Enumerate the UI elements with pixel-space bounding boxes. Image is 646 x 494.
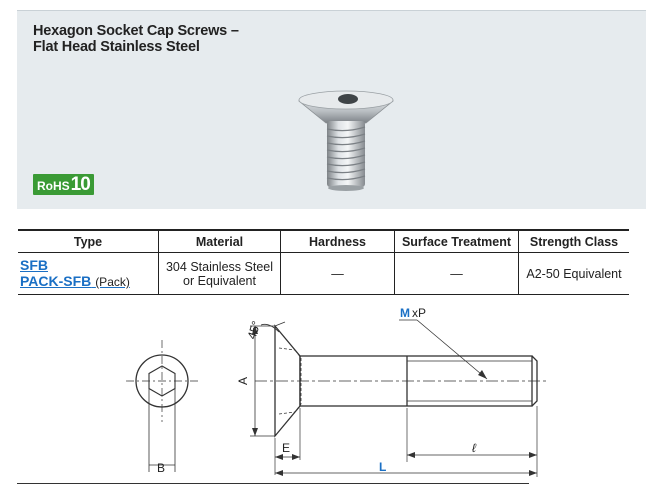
type-link-pack-sfb-label: PACK-SFB (20, 273, 92, 289)
header-hardness: Hardness (280, 229, 395, 253)
product-hero: Hexagon Socket Cap Screws – Flat Head St… (17, 10, 646, 209)
cell-surface-treatment: — (394, 252, 519, 295)
thread-label-m: M (400, 306, 410, 320)
type-link-pack-sfb[interactable]: PACK-SFB (Pack) (20, 273, 154, 290)
cell-hardness: — (280, 252, 395, 295)
product-title-line2: Flat Head Stainless Steel (33, 39, 200, 55)
cell-strength-class: A2-50 Equivalent (518, 252, 629, 295)
header-strength-class: Strength Class (518, 229, 629, 253)
screw-photo (298, 90, 394, 191)
header-type: Type (18, 229, 159, 253)
material-line1: 304 Stainless Steel (165, 259, 273, 274)
type-link-sfb[interactable]: SFB (20, 257, 48, 273)
material-line2: or Equivalent (183, 273, 256, 288)
pack-note: (Pack) (95, 275, 130, 289)
dim-label-b: B (157, 461, 165, 475)
rohs-badge: RoHS 10 (33, 174, 94, 195)
spec-table: Type Material Hardness Surface Treatment… (18, 229, 629, 295)
rohs-prefix: RoHS (37, 179, 70, 193)
dim-label-L: L (379, 460, 386, 474)
header-material: Material (158, 229, 281, 253)
product-title: Hexagon Socket Cap Screws – Flat Head St… (33, 23, 239, 55)
spec-table-row: SFB PACK-SFB (Pack) 304 Stainless Steel … (18, 252, 629, 295)
product-title-line1: Hexagon Socket Cap Screws – (33, 23, 239, 39)
dim-label-l-script: ℓ (472, 441, 477, 455)
rohs-number: 10 (70, 174, 91, 195)
cell-type: SFB PACK-SFB (Pack) (18, 252, 159, 295)
spec-table-header-row: Type Material Hardness Surface Treatment… (18, 229, 629, 253)
dim-label-e: E (282, 441, 290, 455)
dim-label-angle: 45° (245, 319, 264, 341)
bottom-divider (17, 483, 529, 484)
cell-material: 304 Stainless Steel or Equivalent (158, 252, 281, 295)
dim-label-a: A (236, 377, 250, 385)
thread-label-xp: xP (412, 306, 426, 320)
header-surface-treatment: Surface Treatment (394, 229, 519, 253)
